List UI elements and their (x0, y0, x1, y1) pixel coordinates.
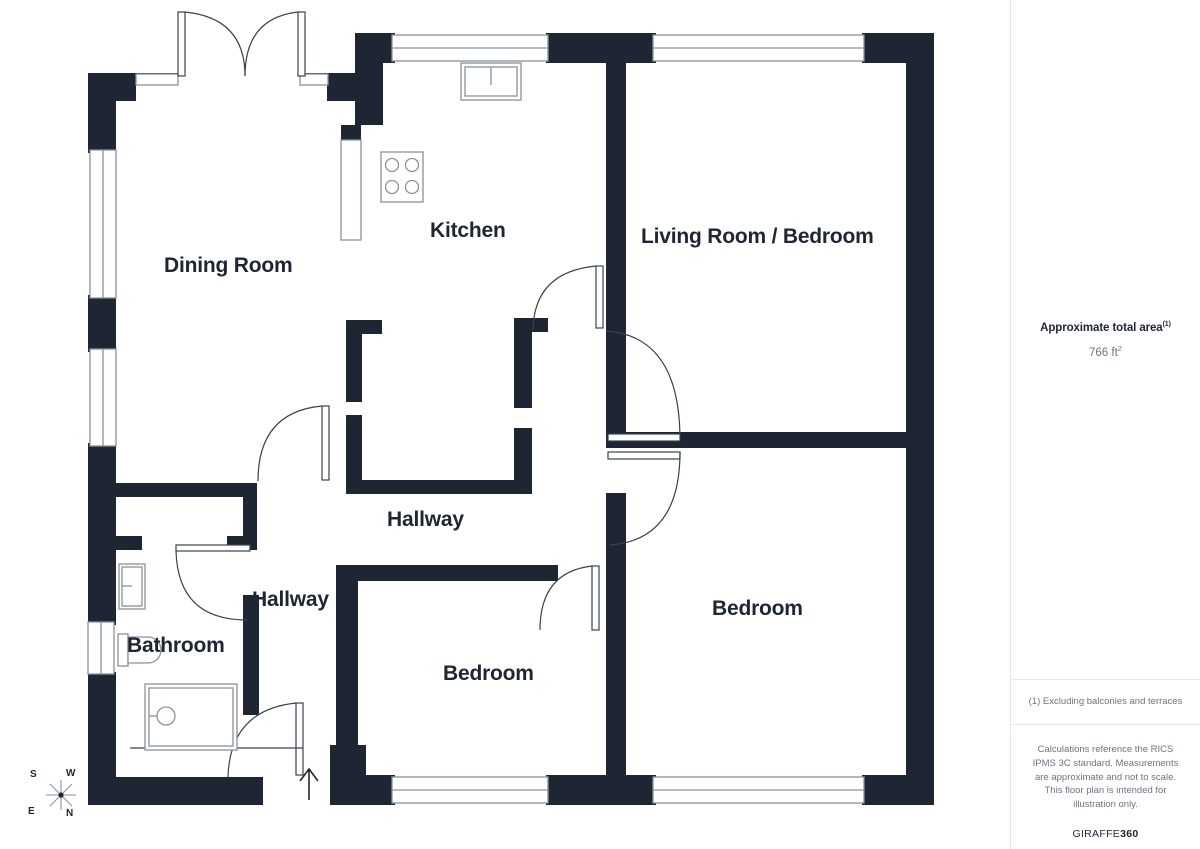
door-bathroom (175, 544, 251, 621)
room-label-dining-room: Dining Room (164, 254, 293, 277)
door-bedroom-left (539, 565, 600, 631)
giraffe360-logo: GIRAFFE360 (1072, 828, 1138, 840)
door-bedroom-right (607, 451, 681, 546)
footnote-panel: (1) Excluding balconies and terraces (1011, 679, 1200, 724)
door-hallway-living (605, 330, 681, 442)
area-title: Approximate total area(1) (1040, 320, 1171, 336)
brand-number: 360 (1120, 827, 1139, 840)
room-label-bedroom-right: Bedroom (712, 597, 803, 620)
room-label-hallway-lower: Hallway (252, 588, 329, 611)
kitchen-sink-icon (460, 62, 522, 101)
wall-group (88, 33, 934, 805)
compass-star-icon (46, 780, 76, 810)
area-value-number: 766 ft (1089, 347, 1118, 360)
disclaimer-text: Calculations reference the RICS IPMS 3C … (1032, 744, 1179, 811)
room-label-bathroom: Bathroom (127, 634, 225, 657)
kitchen-counter (340, 139, 362, 241)
compass-letter-n: N (66, 808, 74, 819)
area-value-unit-exponent: 2 (1117, 344, 1122, 354)
area-summary-panel: Approximate total area(1) 766 ft2 (1011, 0, 1200, 679)
info-sidebar: Approximate total area(1) 766 ft2 (1) Ex… (1010, 0, 1200, 849)
bathroom-shower-icon (144, 683, 238, 751)
kitchen-hob-icon (380, 151, 424, 203)
compass-letter-s: S (30, 769, 37, 780)
window-group (87, 34, 865, 804)
bathroom-toilet-icon (117, 633, 162, 667)
disclaimer-panel: Calculations reference the RICS IPMS 3C … (1011, 724, 1200, 849)
room-label-living-room-bedroom: Living Room / Bedroom (641, 225, 874, 248)
compass-letter-e: E (28, 806, 35, 817)
floor-plan-drawing (87, 11, 934, 805)
compass-rose: S W E N (26, 768, 96, 826)
fixture-group (117, 62, 522, 751)
area-value: 766 ft2 (1089, 344, 1122, 359)
area-title-footnote-marker: (1) (1162, 320, 1171, 328)
room-label-hallway-main: Hallway (387, 508, 464, 531)
room-label-kitchen: Kitchen (430, 219, 506, 242)
door-french-dining (177, 11, 306, 77)
footnote-text: (1) Excluding balconies and terraces (1028, 695, 1183, 707)
bathroom-basin-icon (118, 563, 146, 610)
entrance-arrow (299, 767, 319, 800)
room-label-bedroom-left: Bedroom (443, 662, 534, 685)
brand-name: GIRAFFE (1072, 827, 1121, 840)
door-dining-hallway (257, 405, 330, 482)
door-hallway-kitchen (532, 265, 604, 331)
area-title-text: Approximate total area (1040, 321, 1163, 334)
door-group (130, 11, 681, 778)
compass-letter-w: W (66, 768, 76, 779)
floor-plan-canvas: Dining Room Kitchen Living Room / Bedroo… (26, 11, 934, 826)
